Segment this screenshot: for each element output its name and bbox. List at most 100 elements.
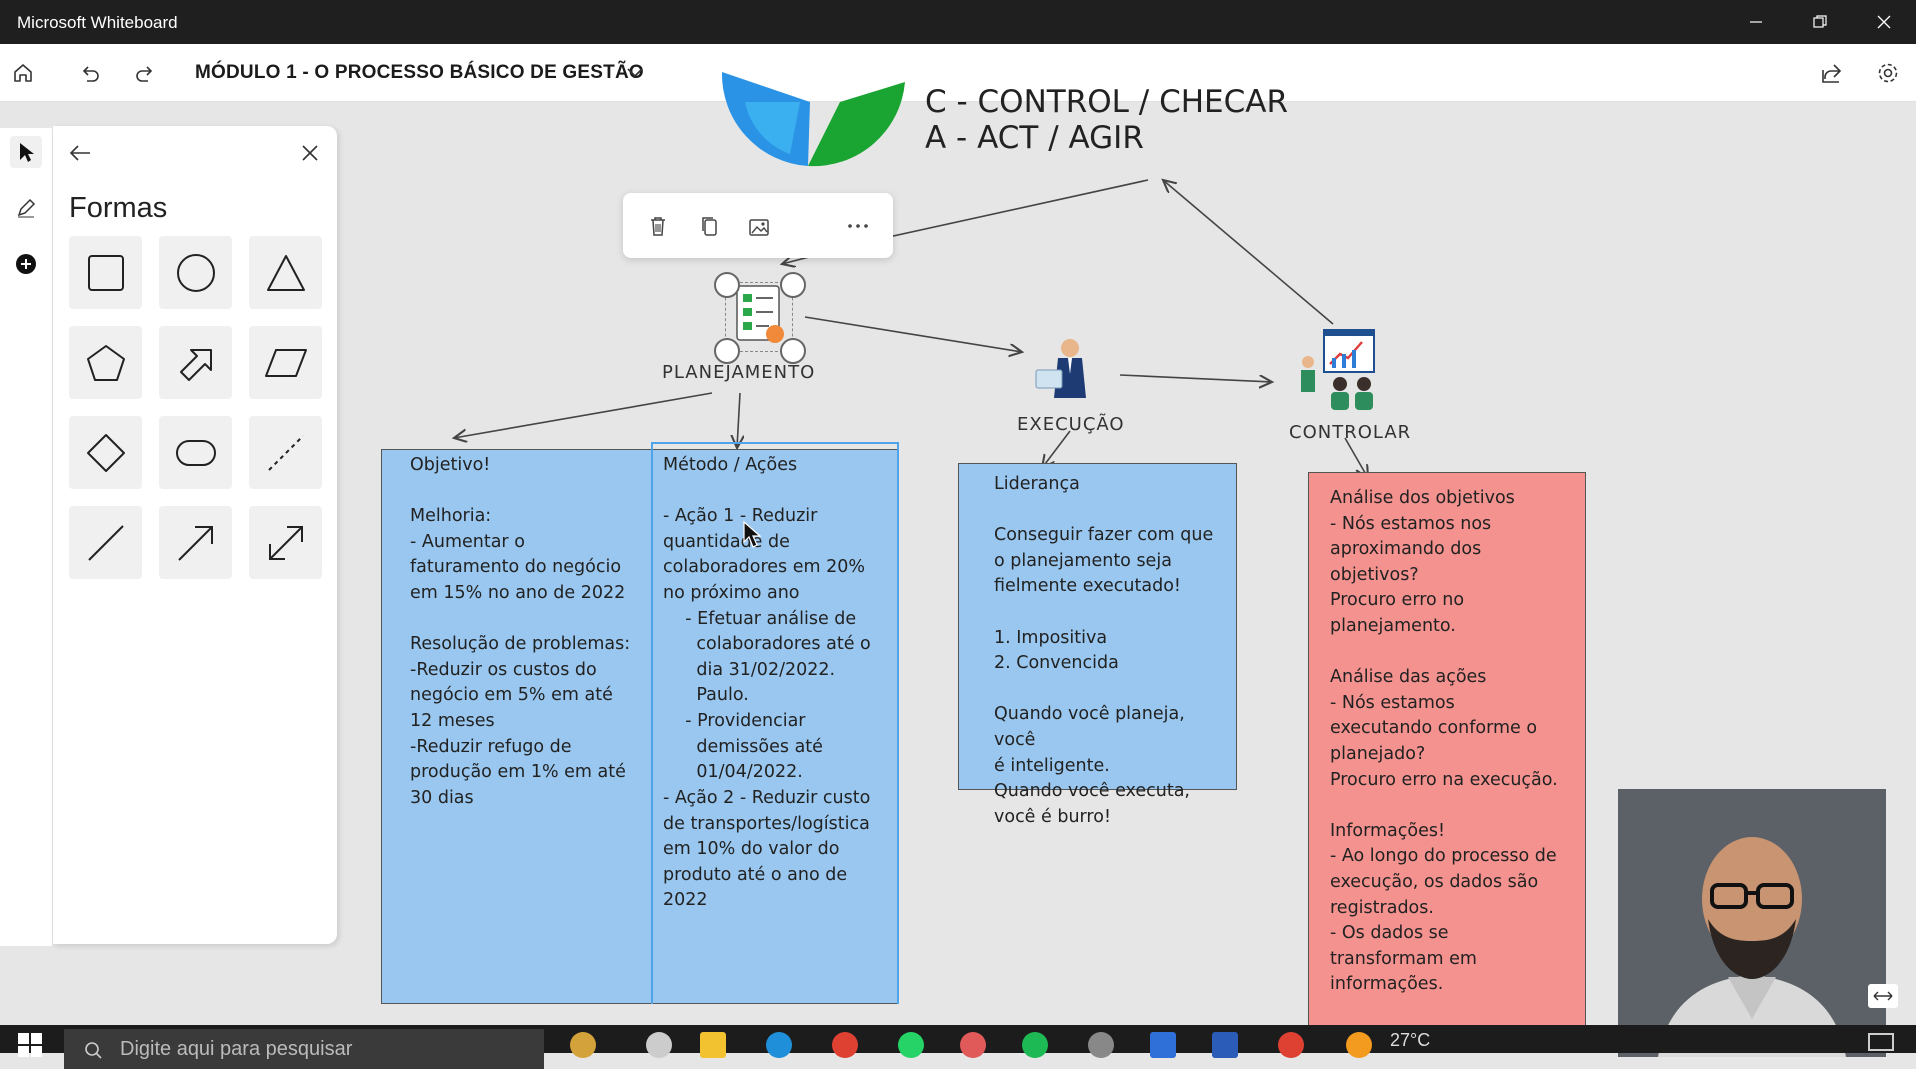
weather-icon [1346,1032,1372,1058]
close-panel-button[interactable] [295,138,325,168]
whiteboard-icon[interactable] [1212,1032,1238,1058]
home-icon [14,64,32,82]
select-tool[interactable] [10,136,42,168]
trello-icon[interactable] [1150,1032,1176,1058]
app-icon[interactable] [960,1032,986,1058]
home-button[interactable] [6,56,40,90]
resize-handle[interactable] [714,272,740,298]
shape-parallelogram[interactable] [249,326,322,399]
add-circle-icon [16,254,36,274]
copy-icon [702,217,717,236]
explorer-icon[interactable] [700,1032,726,1058]
control-image[interactable] [1296,328,1378,412]
document-title[interactable]: MÓDULO 1 - O PROCESSO BÁSICO DE GESTÃO [195,62,644,83]
shape-diamond[interactable] [69,416,142,489]
label-planejamento: PLANEJAMENTO [662,362,816,383]
dashed-line-icon [267,434,304,471]
gear-icon [1878,63,1898,83]
expand-video-button[interactable] [1868,984,1898,1008]
shape-pentagon[interactable] [69,326,142,399]
windows-logo-icon [18,1033,42,1057]
title-bar: Microsoft Whiteboard [0,0,1916,44]
mouse-cursor-icon [743,520,762,548]
arrow-left-icon [69,145,90,161]
execution-image[interactable] [1028,334,1100,404]
app-toolbar: MÓDULO 1 - O PROCESSO BÁSICO DE GESTÃO [0,44,1916,102]
image-options-button[interactable] [743,209,777,243]
shape-dashed-line[interactable] [249,416,322,489]
chevron-down-icon[interactable] [626,66,644,80]
edge-icon[interactable] [766,1032,792,1058]
close-icon [302,145,318,161]
triangle-icon [266,254,305,291]
search-placeholder: Digite aqui para pesquisar [120,1038,353,1060]
taskbar-app-icon[interactable] [570,1032,596,1058]
note-lideranca[interactable] [958,463,1237,790]
duplicate-button[interactable] [693,209,727,243]
note-controlar-text: Análise dos objetivos - Nós estamos nos … [1330,488,1558,995]
trash-icon [651,217,665,236]
restore-icon [1813,15,1827,28]
taskbar-search[interactable]: Digite aqui para pesquisar [64,1029,544,1069]
presentation-chart-icon [1301,329,1375,410]
undo-button[interactable] [73,56,107,90]
add-tool[interactable] [10,248,42,280]
pdca-logo [721,72,905,167]
shape-rounded-rect[interactable] [159,416,232,489]
notification-icon[interactable] [1868,1033,1894,1051]
resize-handle[interactable] [780,338,806,364]
shape-circle[interactable] [159,236,232,309]
pen-tool[interactable] [10,192,42,224]
double-arrow-icon [268,525,303,560]
label-controlar: CONTROLAR [1289,422,1412,443]
checklist-icon [736,285,784,343]
shape-double-arrow[interactable] [249,506,322,579]
note-controlar[interactable] [1308,472,1586,1034]
share-button[interactable] [1815,56,1849,90]
chrome-icon[interactable] [832,1032,858,1058]
diamond-icon [86,433,125,472]
shape-square[interactable] [69,236,142,309]
note-lideranca-text: Liderança Conseguir fazer com que o plan… [994,474,1214,827]
note-metodo-text: Método / Ações - Ação 1 - Reduzir quanti… [663,455,871,783]
whatsapp-icon[interactable] [898,1032,924,1058]
businessman-icon [1035,339,1086,398]
app-icon[interactable] [1088,1032,1114,1058]
shape-arrow[interactable] [159,506,232,579]
note-selection-outline [651,442,899,1004]
planning-image[interactable] [725,282,791,350]
arrow-icon [177,525,213,561]
shape-triangle[interactable] [249,236,322,309]
resize-handle[interactable] [714,338,740,364]
pentagon-icon [86,344,125,381]
taskview-icon[interactable] [646,1032,672,1058]
shape-arrow-block[interactable] [159,326,232,399]
presenter-video [1618,789,1886,1057]
pointer-icon [20,143,34,162]
resize-handle[interactable] [780,272,806,298]
image-icon [749,219,769,236]
restore-button[interactable] [1788,0,1852,44]
undo-icon [82,66,99,82]
spotify-icon[interactable] [1022,1032,1048,1058]
selection-frame [725,282,793,352]
back-button[interactable] [65,138,95,168]
close-window-button[interactable] [1852,0,1916,44]
note-metodo-acao2-text: - Ação 2 - Reduzir custo de transportes/… [663,788,871,911]
shape-line[interactable] [69,506,142,579]
more-options-button[interactable] [841,209,875,243]
chrome-icon[interactable] [1278,1032,1304,1058]
note-objetivo-metodo[interactable] [381,449,898,1004]
more-icon [848,224,868,228]
parallelogram-icon [264,348,307,377]
minimize-button[interactable] [1724,0,1788,44]
circle-icon [176,253,215,292]
expand-icon [1873,991,1893,1001]
delete-button[interactable] [641,209,675,243]
label-execucao: EXECUÇÃO [1017,414,1125,435]
settings-button[interactable] [1871,56,1905,90]
note-objetivo-text: Objetivo! Melhoria: - Aumentar o faturam… [410,455,631,808]
windows-taskbar: Digite aqui para pesquisar 27°C [0,1025,1916,1069]
redo-button[interactable] [128,56,162,90]
start-button[interactable] [18,1033,42,1062]
